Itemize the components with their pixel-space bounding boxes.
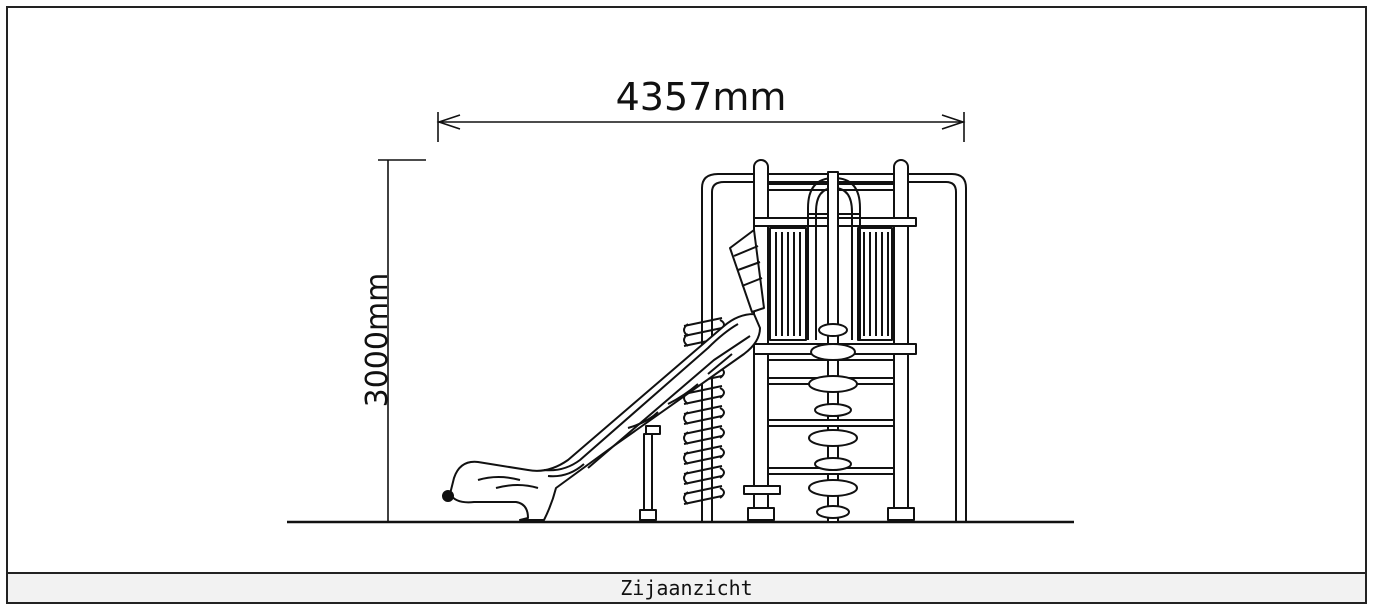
railing-panel-right — [857, 227, 893, 341]
height-dimension-label: 3000mm — [360, 273, 395, 408]
play-structure — [442, 159, 967, 523]
side-view-drawing: 4357mm 3000mm — [287, 75, 1074, 524]
drawing-frame: 4357mm 3000mm — [6, 6, 1367, 604]
technical-drawing-area: 4357mm 3000mm — [8, 8, 1365, 572]
view-caption: Zijaanzicht — [8, 572, 1365, 602]
width-dimension-label: 4357mm — [616, 75, 787, 119]
slide-support-leg — [643, 433, 653, 521]
rear-post — [893, 159, 909, 521]
slide-hood — [729, 229, 765, 313]
railing-panel-left — [769, 227, 807, 341]
slide-exit — [442, 490, 454, 502]
ladder-rung — [767, 419, 895, 427]
slide — [449, 313, 761, 521]
width-arrow-left — [436, 114, 461, 130]
climbing-discs — [808, 323, 858, 519]
width-arrow-right — [941, 114, 966, 130]
width-dimension — [436, 112, 966, 142]
front-step — [743, 485, 781, 495]
